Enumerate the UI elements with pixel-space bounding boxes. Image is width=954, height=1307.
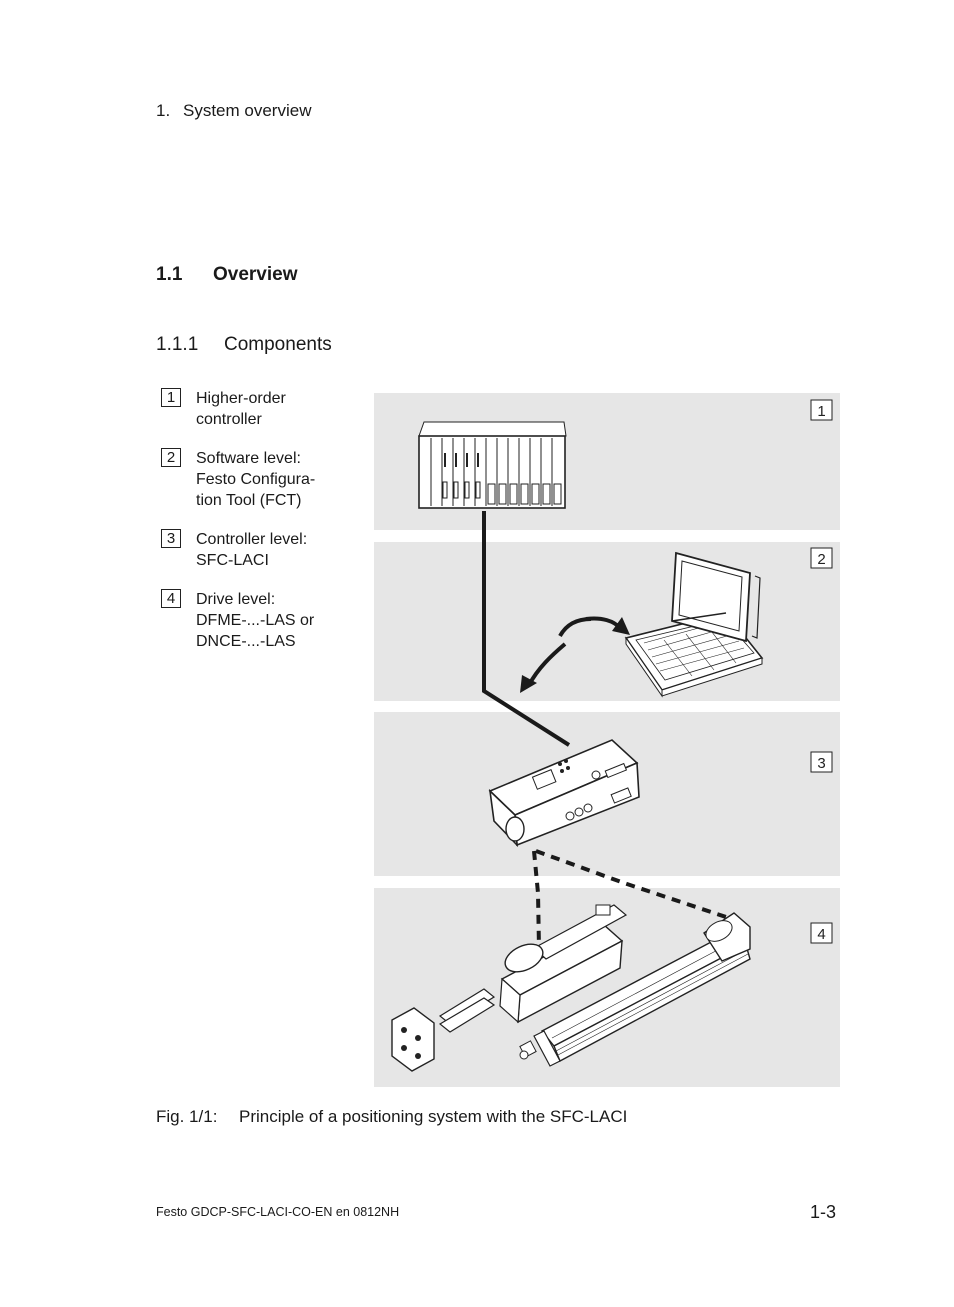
panel-label-4: 4 — [810, 922, 833, 944]
footer-document-id: Festo GDCP-SFC-LACI-CO-EN en 0812NH — [156, 1205, 400, 1219]
panel-label-3: 3 — [810, 751, 833, 773]
section-number: 1.1 — [156, 264, 183, 285]
legend-number-box: 3 — [161, 529, 181, 548]
legend-number-box: 4 — [161, 589, 181, 608]
component-legend: 1 Higher-order controller 2 Software lev… — [161, 388, 346, 670]
legend-text: Drive level: DFME-...-LAS or DNCE-...-LA… — [196, 591, 315, 650]
dfme-slide-drive-icon — [391, 904, 628, 1072]
fieldbus-cable — [482, 511, 571, 747]
svg-text:3: 3 — [817, 755, 825, 772]
figure-caption: Fig. 1/1: Principle of a positioning syst… — [156, 1107, 627, 1127]
figure-caption-text: Principle of a positioning system with t… — [239, 1107, 628, 1126]
svg-text:1: 1 — [817, 403, 825, 420]
laptop-icon — [624, 551, 764, 698]
legend-text: Software level: Festo Configura- tion To… — [196, 450, 316, 509]
chapter-title: System overview — [183, 101, 312, 120]
legend-item: 4 Drive level: DFME-...-LAS or DNCE-...-… — [161, 589, 346, 652]
chapter-header: 1. System overview — [156, 101, 311, 121]
panel-label-2: 2 — [810, 547, 833, 569]
legend-number-box: 1 — [161, 388, 181, 407]
footer-page-number: 1-3 — [810, 1202, 837, 1222]
svg-text:2: 2 — [817, 551, 825, 568]
panel-label-1: 1 — [810, 399, 833, 421]
plc-rack-icon — [418, 421, 567, 509]
legend-number-box: 2 — [161, 448, 181, 467]
legend-item: 2 Software level: Festo Configura- tion … — [161, 448, 346, 511]
subsection-number: 1.1.1 — [156, 334, 199, 355]
legend-text: Controller level: SFC-LACI — [196, 531, 308, 569]
system-overview-figure: 1 2 3 4 — [374, 393, 840, 1087]
subsection-title: Components — [224, 334, 332, 355]
section-title: Overview — [213, 264, 298, 285]
drive-cable-dnce — [535, 849, 727, 919]
dnce-cylinder-drive-icon — [519, 912, 751, 1067]
sfc-laci-controller-icon — [488, 739, 640, 848]
svg-text:4: 4 — [817, 926, 825, 943]
figure-caption-label: Fig. 1/1: — [156, 1107, 218, 1126]
chapter-number: 1. — [156, 101, 171, 120]
legend-item: 3 Controller level: SFC-LACI — [161, 529, 346, 571]
data-exchange-arrows-icon — [520, 616, 630, 693]
legend-text: Higher-order controller — [196, 390, 286, 428]
legend-item: 1 Higher-order controller — [161, 388, 346, 430]
